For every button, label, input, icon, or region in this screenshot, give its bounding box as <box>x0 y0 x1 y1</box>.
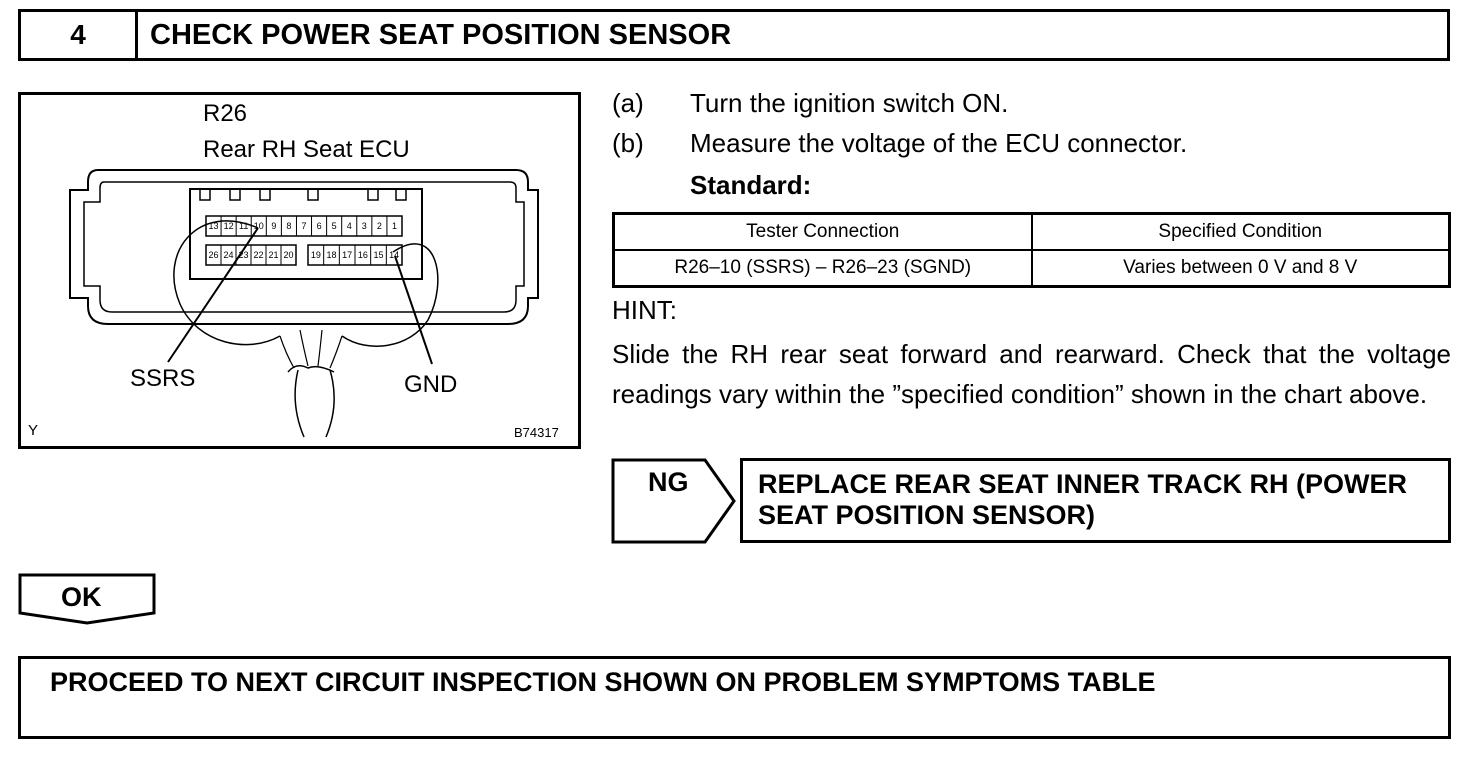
hint-label: HINT: <box>612 295 677 325</box>
pin-label: 1 <box>392 221 397 231</box>
pin-label: 19 <box>311 250 321 260</box>
pin-label: 21 <box>268 250 278 260</box>
step-header: 4 CHECK POWER SEAT POSITION SENSOR <box>18 9 1450 61</box>
instruction-text: Turn the ignition switch ON. <box>690 88 1009 118</box>
pin-label: 17 <box>342 250 352 260</box>
step-number: 4 <box>21 12 138 58</box>
figure-id: B74317 <box>514 425 559 440</box>
ssrs-leader <box>167 227 259 363</box>
pin-label: 23 <box>238 250 248 260</box>
pin-label: 15 <box>373 250 383 260</box>
connector-housing-inner <box>83 181 525 313</box>
instruction-letter: (b) <box>612 128 644 158</box>
instruction-letter: (a) <box>612 88 644 118</box>
ng-label: NG <box>648 467 689 497</box>
pin-label: 7 <box>301 221 306 231</box>
pin-label: 20 <box>283 250 293 260</box>
hint-body: Slide the RH rear seat forward and rearw… <box>612 339 1451 409</box>
ssrs-label: SSRS <box>130 365 196 392</box>
pin-label: 2 <box>377 221 382 231</box>
pin-label: 10 <box>254 221 264 231</box>
pin-label: 18 <box>326 250 336 260</box>
pin-label: 16 <box>358 250 368 260</box>
diagram-frame <box>18 92 581 449</box>
step-title: CHECK POWER SEAT POSITION SENSOR <box>150 18 732 51</box>
ok-label: OK <box>61 582 102 612</box>
ok-result-text: PROCEED TO NEXT CIRCUIT INSPECTION SHOWN… <box>50 667 1156 697</box>
pin-label: 24 <box>223 250 233 260</box>
ok-arrow <box>18 573 156 625</box>
connector-name: Rear RH Seat ECU <box>203 136 410 163</box>
ok-result-box: PROCEED TO NEXT CIRCUIT INSPECTION SHOWN… <box>18 656 1451 739</box>
connector-housing <box>69 169 539 325</box>
spec-table: Tester Connection Specified Condition R2… <box>612 212 1451 288</box>
table-header: Specified Condition <box>1030 212 1451 251</box>
pin-label: 26 <box>208 250 218 260</box>
ng-arrow <box>611 458 736 544</box>
instruction-text: Measure the voltage of the ECU connector… <box>690 128 1188 158</box>
connector-id: R26 <box>203 100 248 127</box>
table-header: Tester Connection <box>612 212 1033 251</box>
terminal-block-keys <box>199 189 407 201</box>
pin-label: 3 <box>362 221 367 231</box>
pin-label: 22 <box>253 250 263 260</box>
corner-code: Y <box>28 422 39 439</box>
gnd-label: GND <box>404 371 458 398</box>
pin-label: 12 <box>224 221 234 231</box>
table-header-row: Tester Connection Specified Condition <box>612 212 1451 251</box>
pin-label: 13 <box>209 221 219 231</box>
gnd-leader <box>394 255 433 365</box>
pin-row-top <box>205 215 403 237</box>
pin-label: 4 <box>347 221 352 231</box>
pin-label: 14 <box>389 250 399 260</box>
ng-result-box: REPLACE REAR SEAT INNER TRACK RH (POWER … <box>740 458 1451 543</box>
pin-label: 9 <box>271 221 276 231</box>
standard-label: Standard: <box>690 170 812 200</box>
table-cell: R26–10 (SSRS) – R26–23 (SGND) <box>612 249 1033 288</box>
pin-label: 8 <box>286 221 291 231</box>
pin-label: 11 <box>239 221 248 231</box>
pin-label: 5 <box>332 221 337 231</box>
table-cell: Varies between 0 V and 8 V <box>1030 249 1451 288</box>
ng-result-text: REPLACE REAR SEAT INNER TRACK RH (POWER … <box>758 469 1408 530</box>
pin-label: 6 <box>317 221 322 231</box>
table-row: R26–10 (SSRS) – R26–23 (SGND) Varies bet… <box>612 249 1451 288</box>
